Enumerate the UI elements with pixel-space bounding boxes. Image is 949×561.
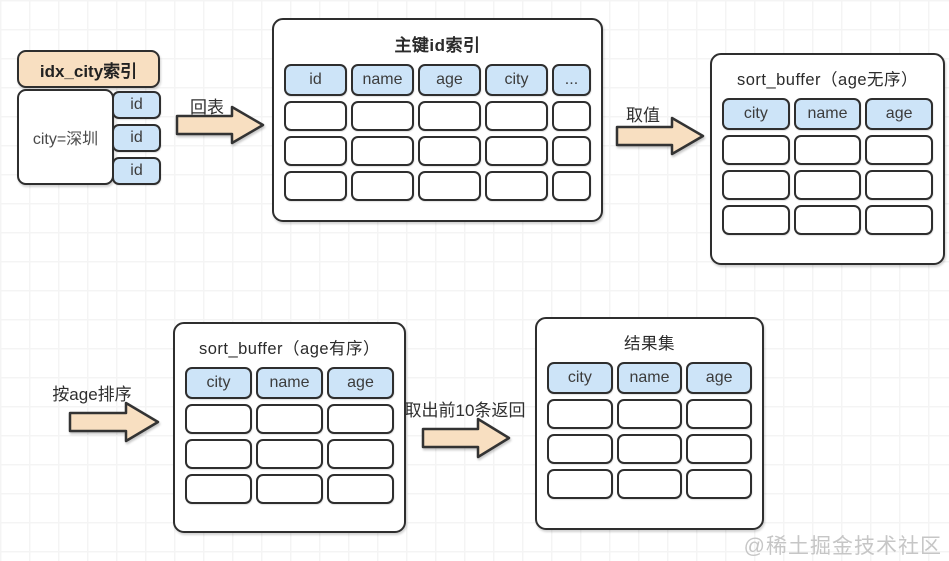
arrow-label-return-top10: 取出前10条返回 [404,401,526,420]
empty-cell [417,171,481,201]
empty-cell [484,171,548,201]
empty-cell [484,101,548,131]
empty-cell [417,136,481,166]
column-header-cell: city [547,362,613,394]
empty-cell [256,404,323,434]
sort-buffer-ordered-title: sort_buffer（age有序） [198,340,381,358]
primary-index-body-rows [284,101,591,201]
empty-cell [547,434,613,464]
column-header-cell: age [865,98,933,130]
empty-cell [327,474,394,504]
empty-cell [865,205,933,235]
empty-cell [284,101,347,131]
column-header-cell: age [417,64,481,96]
column-header-cell: name [616,362,683,394]
sort-buffer-unordered-title: sort_buffer（age无序） [736,71,919,89]
column-header-cell: name [350,64,414,96]
block-arrow-right-icon [68,401,160,443]
sort-buffer-unordered-body-rows [722,135,933,235]
empty-cell [256,439,323,469]
idx-city-key-cell: city=深圳 [17,89,114,185]
column-header-cell: city [185,367,252,399]
empty-cell [686,399,752,429]
arrow-label-back-to-table: 回表 [190,98,224,117]
column-header-cell: id [284,64,347,96]
empty-cell [686,469,752,499]
result-set-body-rows [547,399,752,499]
empty-cell [284,136,347,166]
empty-cell [284,171,347,201]
column-header-cell: age [327,367,394,399]
block-arrow-right-icon [421,417,511,459]
result-set-title: 结果集 [624,335,675,353]
empty-cell [350,101,414,131]
primary-index-table-title: 主键id索引 [394,36,481,55]
empty-cell [327,439,394,469]
arrow-label-fetch-values: 取值 [626,106,660,125]
id-cell: id [112,157,161,185]
empty-cell [185,439,252,469]
watermark-text: @稀土掘金技术社区 [743,535,942,558]
empty-cell [350,136,414,166]
empty-cell [616,399,683,429]
empty-cell [185,474,252,504]
empty-cell [551,101,591,131]
empty-cell [686,434,752,464]
empty-cell [793,170,862,200]
id-cell: id [112,91,161,119]
empty-cell [722,205,790,235]
column-header-cell: city [484,64,548,96]
column-header-cell: city [722,98,790,130]
column-header-cell: name [256,367,323,399]
empty-cell [547,399,613,429]
empty-cell [547,469,613,499]
block-arrow-right-icon [615,116,705,156]
empty-cell [722,135,790,165]
empty-cell [865,135,933,165]
column-header-cell: ... [551,64,591,96]
empty-cell [256,474,323,504]
empty-cell [793,205,862,235]
arrow-label-sort-by-age: 按age排序 [52,385,132,404]
empty-cell [417,101,481,131]
id-cell: id [112,124,161,152]
idx-city-title: idx_city索引 [17,50,160,88]
empty-cell [793,135,862,165]
column-header-cell: age [686,362,752,394]
sort-buffer-ordered-body-rows [185,404,394,504]
empty-cell [185,404,252,434]
idx-city-id-column: id id id [112,91,161,185]
empty-cell [865,170,933,200]
empty-cell [551,136,591,166]
empty-cell [350,171,414,201]
empty-cell [484,136,548,166]
empty-cell [551,171,591,201]
block-arrow-right-icon [175,105,265,145]
empty-cell [722,170,790,200]
empty-cell [616,434,683,464]
empty-cell [327,404,394,434]
column-header-cell: name [793,98,862,130]
empty-cell [616,469,683,499]
